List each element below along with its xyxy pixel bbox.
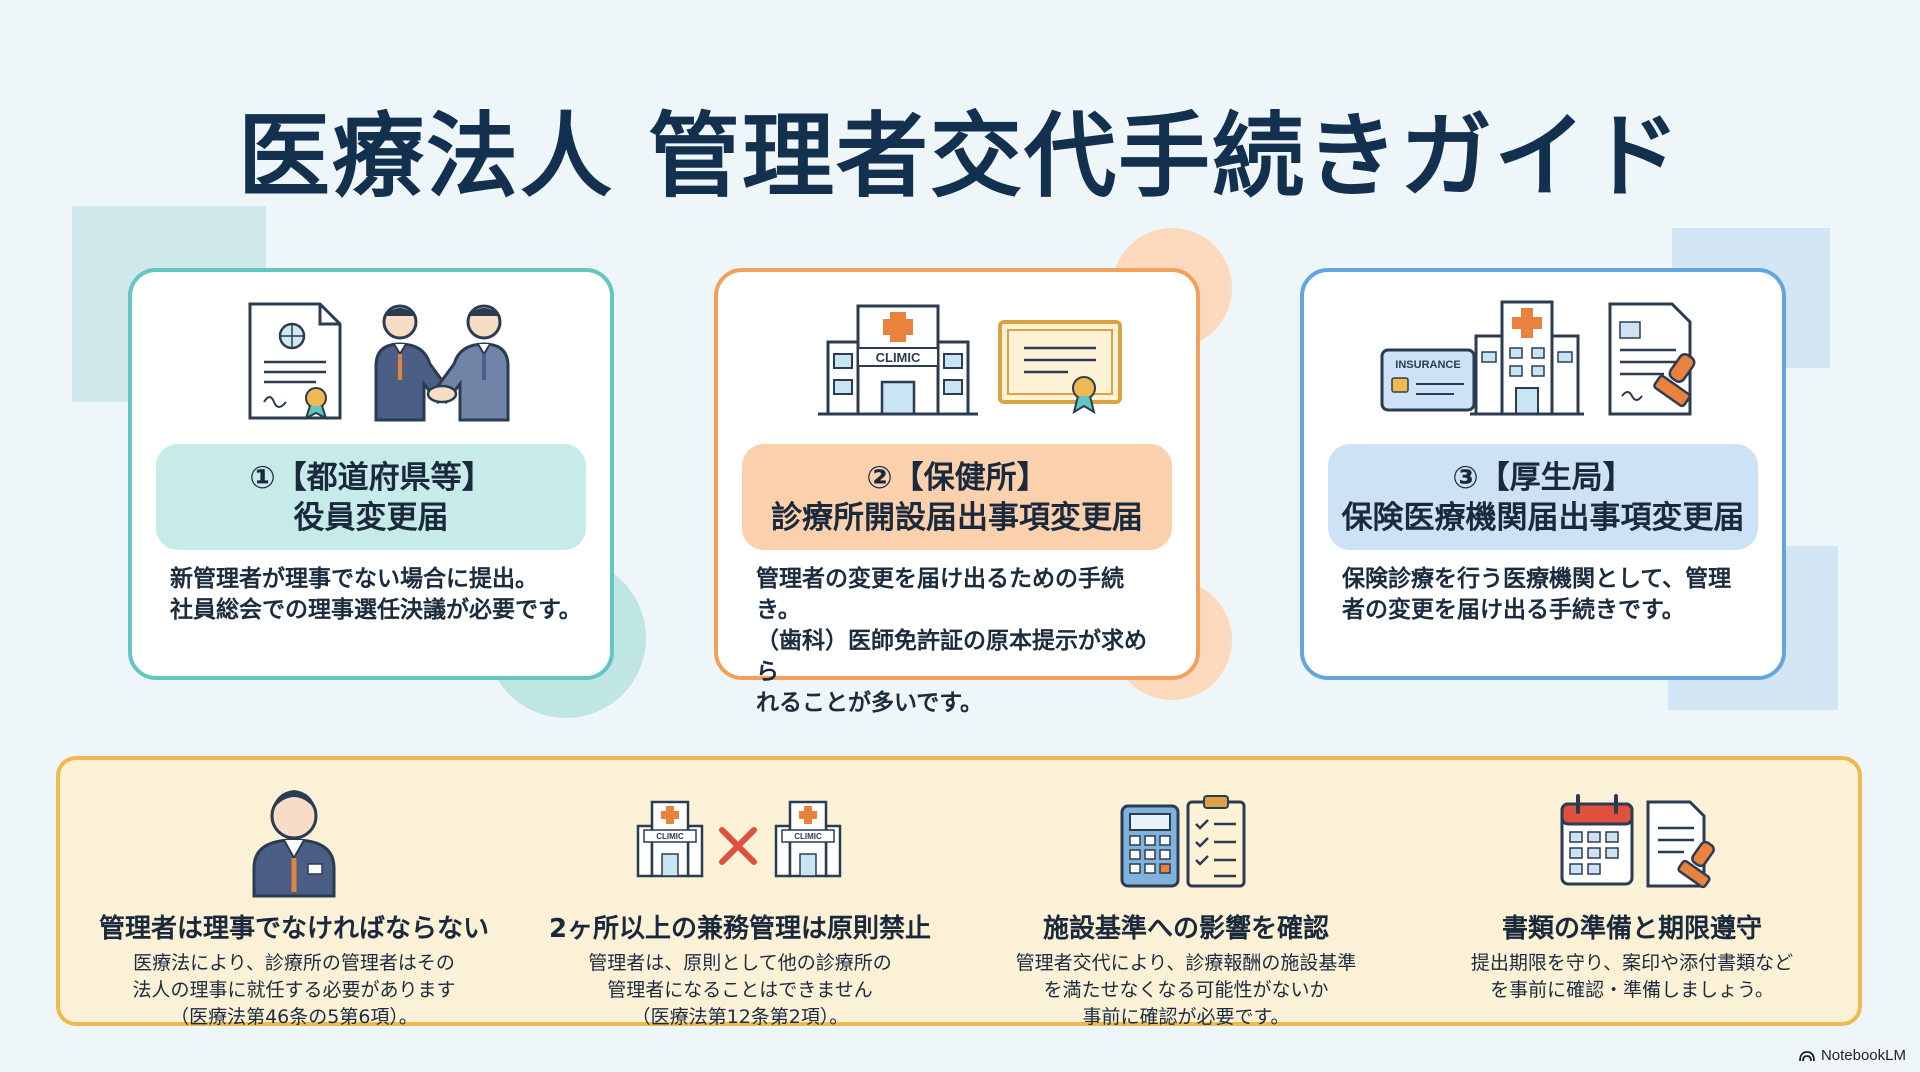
insurance-card-icon: INSURANCE	[1380, 348, 1476, 412]
page-title: 医療法人 管理者交代手続きガイド	[237, 103, 1683, 210]
diploma-icon	[998, 320, 1122, 415]
clinic-icon: CLIMIC	[818, 304, 978, 416]
card-3-office: ③【厚生局】	[1452, 460, 1634, 496]
note-2-desc-line: （医療法第12条第2項）。	[631, 1006, 849, 1028]
note-3: 施設基準への影響を確認 管理者交代により、診療報酬の施設基準 を満たせなくなる可…	[966, 780, 1406, 1028]
note-1-desc-line: 法人の理事に就任する必要があります	[132, 979, 456, 1001]
note-4: 書類の準備と期限遵守 提出期限を守り、案印や添付書類など を事前に確認・準備しま…	[1412, 780, 1852, 1020]
clinic-cross-icon: CLIMIC CLIMIC	[520, 780, 960, 900]
note-1: 管理者は理事でなければならない 医療法により、診療所の管理者はその 法人の理事に…	[74, 780, 514, 1028]
note-4-description: 提出期限を守り、案印や添付書類など を事前に確認・準備しましょう。	[1422, 950, 1842, 1004]
note-2-description: 管理者は、原則として他の診療所の 管理者になることはできません （医療法第12条…	[530, 950, 950, 1031]
note-2-desc-line: 管理者は、原則として他の診療所の	[588, 952, 892, 974]
card-2-desc-line: 管理者の変更を届け出るための手続き。	[756, 566, 1124, 623]
card-1-title: ①【都道府県等】 役員変更届	[156, 444, 586, 550]
notes-panel: 管理者は理事でなければならない 医療法により、診療所の管理者はその 法人の理事に…	[56, 756, 1862, 1028]
card-3-description: 保険診療を行う医療機関として、管理 者の変更を届け出る手続きです。	[1342, 564, 1754, 626]
note-1-heading: 管理者は理事でなければならない	[98, 914, 489, 944]
card-3-icons: INSURANCE	[1304, 292, 1782, 422]
note-2: CLIMIC CLIMIC 2ヶ所以上の兼務管理は原則禁止 管理者は、原則とし	[520, 780, 960, 1028]
certificate-icon	[248, 302, 342, 420]
note-4-desc-line: 提出期限を守り、案印や添付書類など	[1470, 952, 1794, 974]
note-3-desc-line: を満たせなくなる可能性がないか	[1043, 979, 1329, 1001]
card-2-office: ②【保健所】	[866, 460, 1048, 496]
note-3-desc-line: 管理者交代により、診療報酬の施設基準	[1015, 952, 1357, 974]
stamped-document-icon	[1608, 302, 1696, 416]
card-1-icons	[132, 292, 610, 422]
clinic-sign: CLIMIC	[656, 832, 684, 841]
procedure-card-3: INSURANCE	[1300, 268, 1786, 680]
card-3-form-name: 保険医療機関届出事項変更届	[1341, 500, 1745, 536]
card-2-title: ②【保健所】 診療所開設届出事項変更届	[742, 444, 1172, 550]
card-1-office: ①【都道府県等】	[249, 460, 493, 496]
card-3-desc-line: 者の変更を届け出る手続きです。	[1342, 597, 1685, 623]
card-3-desc-line: 保険診療を行う医療機関として、管理	[1342, 566, 1732, 592]
note-1-description: 医療法により、診療所の管理者はその 法人の理事に就任する必要があります （医療法…	[84, 950, 504, 1031]
note-1-desc-line: 医療法により、診療所の管理者はその	[133, 952, 455, 974]
clinic-sign: CLIMIC	[794, 832, 822, 841]
card-2-desc-line: （歯科）医師免許証の原本提示が求めら	[756, 628, 1147, 685]
note-1-desc-line: （医療法第46条の5第6項）。	[170, 1006, 418, 1028]
brand-watermark: NotebookLM	[1799, 1047, 1906, 1064]
handshake-icon	[374, 304, 510, 422]
note-3-heading: 施設基準への影響を確認	[1042, 914, 1329, 944]
clinic-sign: CLIMIC	[876, 350, 921, 365]
note-3-description: 管理者交代により、診療報酬の施設基準 を満たせなくなる可能性がないか 事前に確認…	[976, 950, 1396, 1031]
businessman-icon	[74, 780, 514, 900]
calculator-checklist-icon	[966, 780, 1406, 900]
card-2-desc-line: れることが多いです。	[756, 690, 984, 716]
brand-label: NotebookLM	[1820, 1047, 1906, 1064]
notebooklm-logo-icon	[1799, 1050, 1815, 1061]
card-1-desc-line: 新管理者が理事でない場合に提出。	[170, 566, 538, 592]
note-2-desc-line: 管理者になることはできません	[607, 979, 873, 1001]
note-2-heading: 2ヶ所以上の兼務管理は原則禁止	[548, 914, 932, 944]
calendar-document-icon	[1412, 780, 1852, 900]
note-3-desc-line: 事前に確認が必要です。	[1082, 1006, 1290, 1028]
insurance-label: INSURANCE	[1395, 359, 1460, 371]
card-2-icons: CLIMIC	[718, 292, 1196, 422]
card-1-desc-line: 社員総会での理事選任決議が必要です。	[170, 597, 582, 623]
note-4-heading: 書類の準備と期限遵守	[1501, 914, 1762, 944]
card-3-title: ③【厚生局】 保険医療機関届出事項変更届	[1328, 444, 1758, 550]
card-1-form-name: 役員変更届	[293, 500, 449, 536]
procedure-card-1: ①【都道府県等】 役員変更届 新管理者が理事でない場合に提出。 社員総会での理事…	[128, 268, 614, 680]
procedure-card-2: CLIMIC ②【保健所】 診療所開設届出事項変更届 管理者の変更	[714, 268, 1200, 716]
note-4-desc-line: を事前に確認・準備しましょう。	[1490, 979, 1774, 1001]
card-2-form-name: 診療所開設届出事項変更届	[771, 500, 1143, 536]
hospital-icon	[1470, 300, 1584, 416]
card-1-description: 新管理者が理事でない場合に提出。 社員総会での理事選任決議が必要です。	[170, 564, 582, 626]
card-2-description: 管理者の変更を届け出るための手続き。 （歯科）医師免許証の原本提示が求めら れる…	[756, 564, 1168, 719]
